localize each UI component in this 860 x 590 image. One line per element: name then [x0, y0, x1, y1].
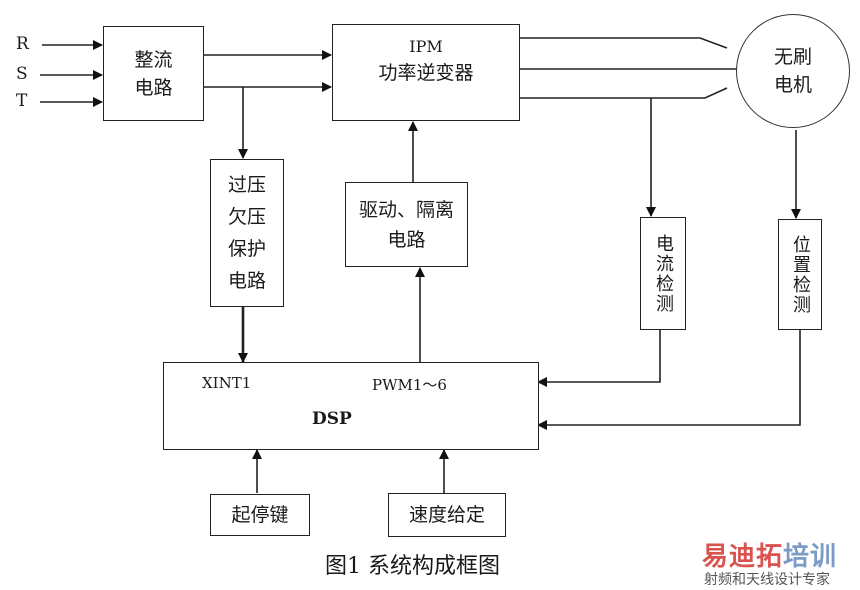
input-label-r: R	[16, 34, 29, 54]
watermark-brand-blue: 培训	[783, 542, 838, 572]
input-label-t: T	[16, 91, 28, 111]
ipm-label-line2: 功率逆变器	[378, 62, 474, 84]
ipm-label-line1: IPM	[409, 37, 443, 56]
current-detect-block: 电流检测	[640, 217, 686, 330]
motor-label-line2: 电机	[773, 74, 812, 96]
dsp-block: XINT1 PWM1～6 DSP	[163, 362, 539, 450]
protection-line-3: 保护	[227, 238, 266, 260]
current-detect-label: 电流检测	[653, 233, 674, 314]
position-detect-label: 位置检测	[790, 234, 811, 315]
driver-label-line1: 驱动、隔离	[358, 198, 454, 221]
protection-line-1: 过压	[227, 174, 266, 196]
start-stop-key-block: 起停键	[210, 494, 310, 536]
ipm-motor-phase-3	[519, 87, 728, 99]
protection-line-4: 电路	[227, 270, 266, 292]
watermark-brand-red: 易迪拓	[702, 542, 784, 572]
rectifier-block: 整流 电路	[103, 26, 204, 121]
start-stop-label: 起停键	[231, 504, 289, 526]
dsp-title: DSP	[312, 409, 352, 429]
position-detect-to-dsp-arrow	[537, 330, 801, 430]
dsp-port-pwm: PWM1～6	[372, 376, 447, 394]
position-detect-block: 位置检测	[778, 219, 822, 330]
driver-isolation-block: 驱动、隔离 电路	[345, 182, 468, 267]
input-label-s: S	[16, 64, 28, 84]
protection-circuit-block: 过压 欠压 保护 电路	[210, 159, 284, 307]
watermark-tagline: 射频和天线设计专家	[704, 572, 830, 588]
ipm-motor-phase-1	[519, 37, 728, 49]
bldc-motor-block: 无刷 电机	[736, 14, 850, 128]
speed-set-label: 速度给定	[408, 504, 485, 526]
current-detect-to-dsp-arrow	[537, 330, 661, 387]
rectifier-label-line2: 电路	[134, 76, 173, 99]
watermark-brand-text: 易迪拓培训	[702, 542, 837, 572]
speed-setpoint-block: 速度给定	[388, 493, 506, 537]
dsp-port-xint1: XINT1	[202, 374, 252, 392]
protection-line-2: 欠压	[227, 206, 266, 228]
driver-label-line2: 电路	[387, 228, 426, 251]
ipm-inverter-block: IPM 功率逆变器	[332, 24, 520, 121]
watermark-brand: 易迪拓培训	[702, 536, 837, 573]
rectifier-label-line1: 整流	[134, 48, 173, 71]
motor-label-line1: 无刷	[773, 46, 812, 68]
figure-caption: 图1 系统构成框图	[325, 554, 500, 579]
